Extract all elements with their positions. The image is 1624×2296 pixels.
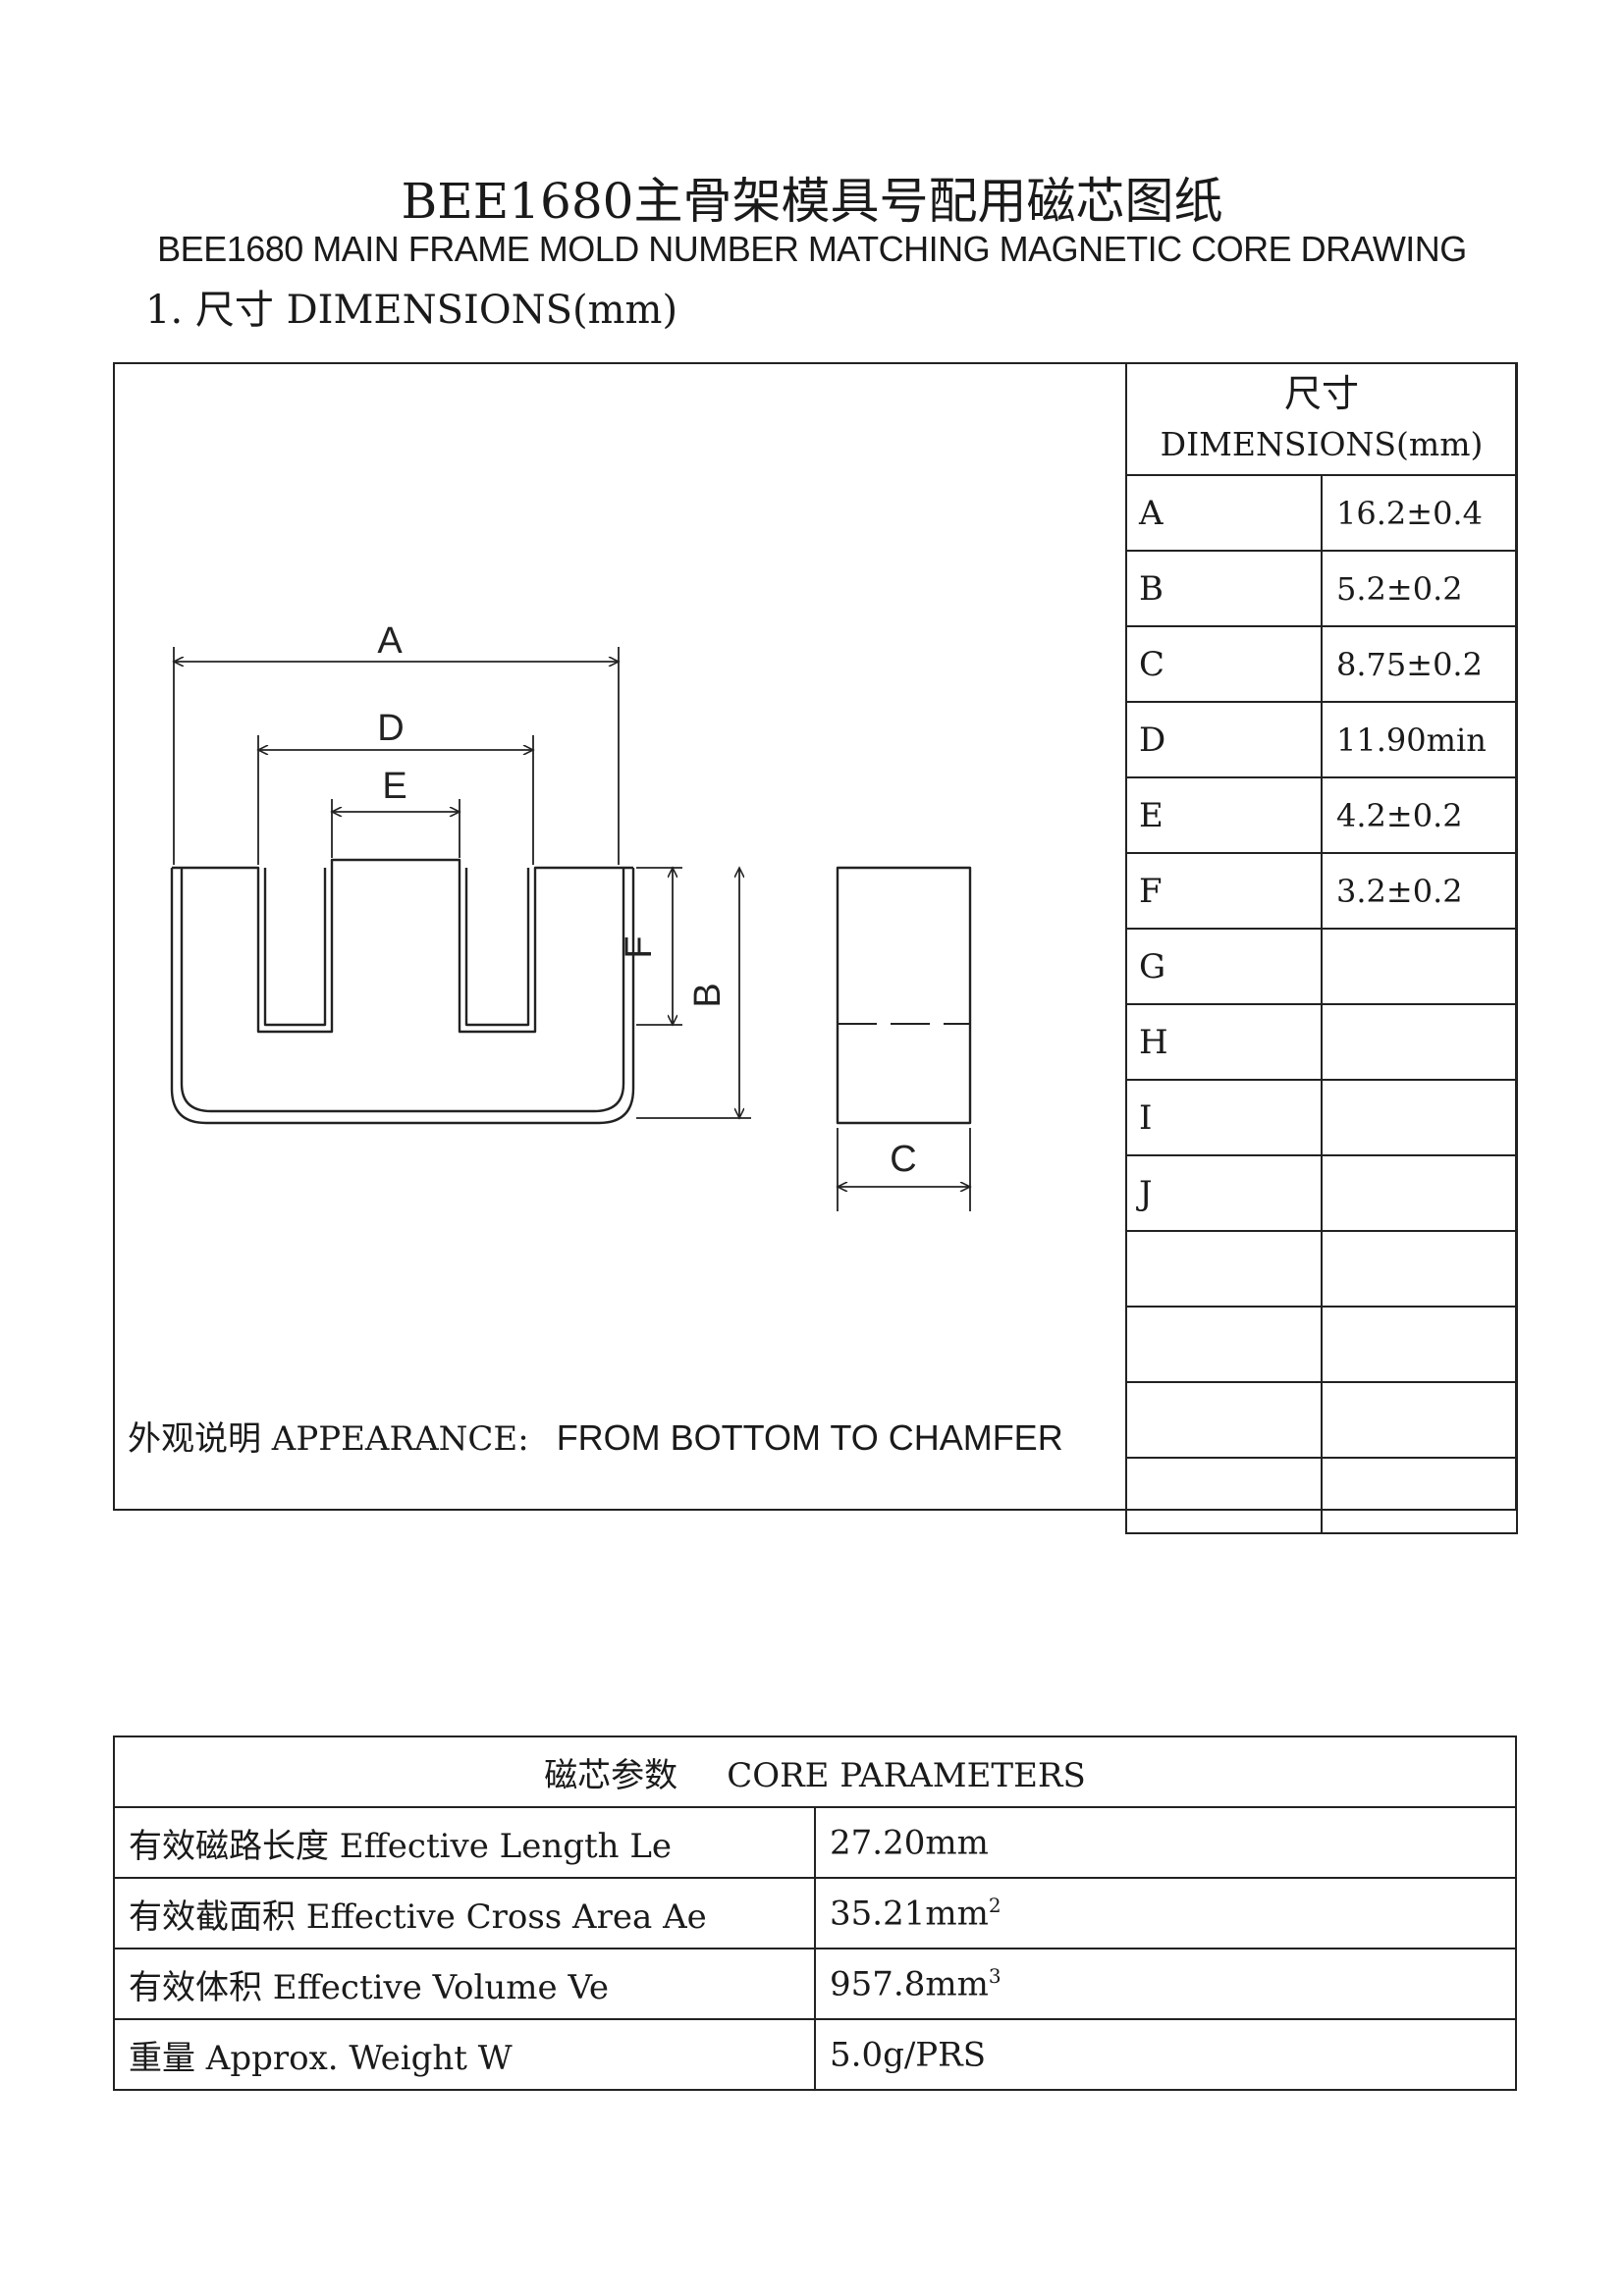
dimensions-header-en: DIMENSIONS(mm): [1160, 425, 1484, 463]
dim-label-b: B: [687, 983, 729, 1007]
dimension-key: [1125, 1306, 1323, 1383]
dim-label-e: E: [382, 766, 406, 807]
dimension-key: [1125, 1230, 1323, 1308]
appearance-note: 外观说明 APPEARANCE: FROM BOTTOM TO CHAMFER: [128, 1414, 1063, 1464]
core-parameters-title: 磁芯参数 CORE PARAMETERS: [113, 1735, 1517, 1808]
core-parameter-label: 有效体积 Effective Volume Ve: [113, 1948, 816, 2020]
dim-label-d: D: [377, 708, 404, 749]
core-top-profile: [172, 858, 633, 1034]
dimension-value: 4.2±0.2: [1321, 776, 1518, 854]
dimensions-table-header: 尺寸 DIMENSIONS(mm): [1125, 362, 1518, 476]
dimension-key: D: [1125, 701, 1323, 778]
dimension-key: A: [1125, 474, 1323, 552]
core-parameter-label: 重量 Approx. Weight W: [113, 2018, 816, 2091]
dimension-key: C: [1125, 625, 1323, 703]
section-heading: 1. 尺寸 DIMENSIONS(mm): [145, 288, 678, 333]
core-parameter-value: 27.20mm: [814, 1806, 1517, 1879]
dimension-row: G: [1125, 928, 1518, 1005]
dimension-key: [1125, 1457, 1323, 1534]
core-parameter-value: 957.8mm3: [814, 1948, 1517, 2020]
dimension-row: [1125, 1381, 1518, 1459]
dimension-value: 3.2±0.2: [1321, 852, 1518, 930]
dimension-row: I: [1125, 1079, 1518, 1156]
core-parameters-title-en: CORE PARAMETERS: [727, 1755, 1086, 1795]
core-parameter-value-text: 957.8mm: [830, 1964, 989, 2004]
dimension-value: 11.90min: [1321, 701, 1518, 778]
dimension-value: 5.2±0.2: [1321, 550, 1518, 627]
dimension-value: [1321, 1003, 1518, 1081]
dimension-value: [1321, 1457, 1518, 1534]
core-outline-inner: [180, 868, 625, 1113]
page-title: BEE1680主骨架模具号配用磁芯图纸: [401, 173, 1223, 230]
dimension-value: 8.75±0.2: [1321, 625, 1518, 703]
core-parameter-value-text: 27.20mm: [830, 1823, 989, 1863]
core-parameter-row: 有效磁路长度 Effective Length Le 27.20mm: [113, 1806, 1517, 1879]
dimension-key: F: [1125, 852, 1323, 930]
dimensions-header-cn: 尺寸: [1283, 372, 1359, 415]
core-outline-outer: [170, 868, 635, 1125]
dimension-row: [1125, 1457, 1518, 1534]
appearance-text: FROM BOTTOM TO CHAMFER: [556, 1417, 1063, 1458]
core-parameter-value: 5.0g/PRS: [814, 2018, 1517, 2091]
dimension-value: [1321, 1306, 1518, 1383]
core-parameter-label: 有效磁路长度 Effective Length Le: [113, 1806, 816, 1879]
dimension-row: [1125, 1230, 1518, 1308]
core-parameters-table: 磁芯参数 CORE PARAMETERS 有效磁路长度 Effective Len…: [113, 1735, 1517, 2091]
core-parameter-unit-exponent: 3: [988, 1963, 1001, 1988]
core-parameter-row: 重量 Approx. Weight W 5.0g/PRS: [113, 2018, 1517, 2091]
dimension-row: J: [1125, 1154, 1518, 1232]
dimension-key: J: [1125, 1154, 1323, 1232]
dimension-row: [1125, 1306, 1518, 1383]
dimension-key: H: [1125, 1003, 1323, 1081]
core-slot-inner: [263, 868, 530, 1027]
dimension-key: G: [1125, 928, 1323, 1005]
dimension-value: [1321, 1230, 1518, 1308]
side-view: [836, 866, 972, 1125]
core-parameters-title-cn: 磁芯参数: [544, 1755, 678, 1795]
dimension-row: H: [1125, 1003, 1518, 1081]
dim-label-a: A: [377, 620, 403, 662]
core-parameter-value: 35.21mm2: [814, 1877, 1517, 1949]
dimension-value: [1321, 928, 1518, 1005]
dimension-value: [1321, 1381, 1518, 1459]
core-drawing: A D E F B C: [170, 620, 1124, 1211]
dim-label-f: F: [619, 935, 660, 958]
dimension-key: E: [1125, 776, 1323, 854]
dimension-value: 16.2±0.4: [1321, 474, 1518, 552]
appearance-label: 外观说明 APPEARANCE:: [128, 1419, 529, 1459]
page-subtitle: BEE1680 MAIN FRAME MOLD NUMBER MATCHING …: [157, 229, 1467, 269]
core-parameter-value-text: 35.21mm: [830, 1894, 989, 1934]
core-parameter-value-text: 5.0g/PRS: [830, 2035, 987, 2075]
core-parameter-label: 有效截面积 Effective Cross Area Ae: [113, 1877, 816, 1949]
dim-label-c: C: [890, 1139, 916, 1180]
dimension-key: [1125, 1381, 1323, 1459]
dimension-key: I: [1125, 1079, 1323, 1156]
dimension-value: [1321, 1154, 1518, 1232]
dimension-key: B: [1125, 550, 1323, 627]
core-parameter-unit-exponent: 2: [988, 1893, 1001, 1917]
dimension-value: [1321, 1079, 1518, 1156]
